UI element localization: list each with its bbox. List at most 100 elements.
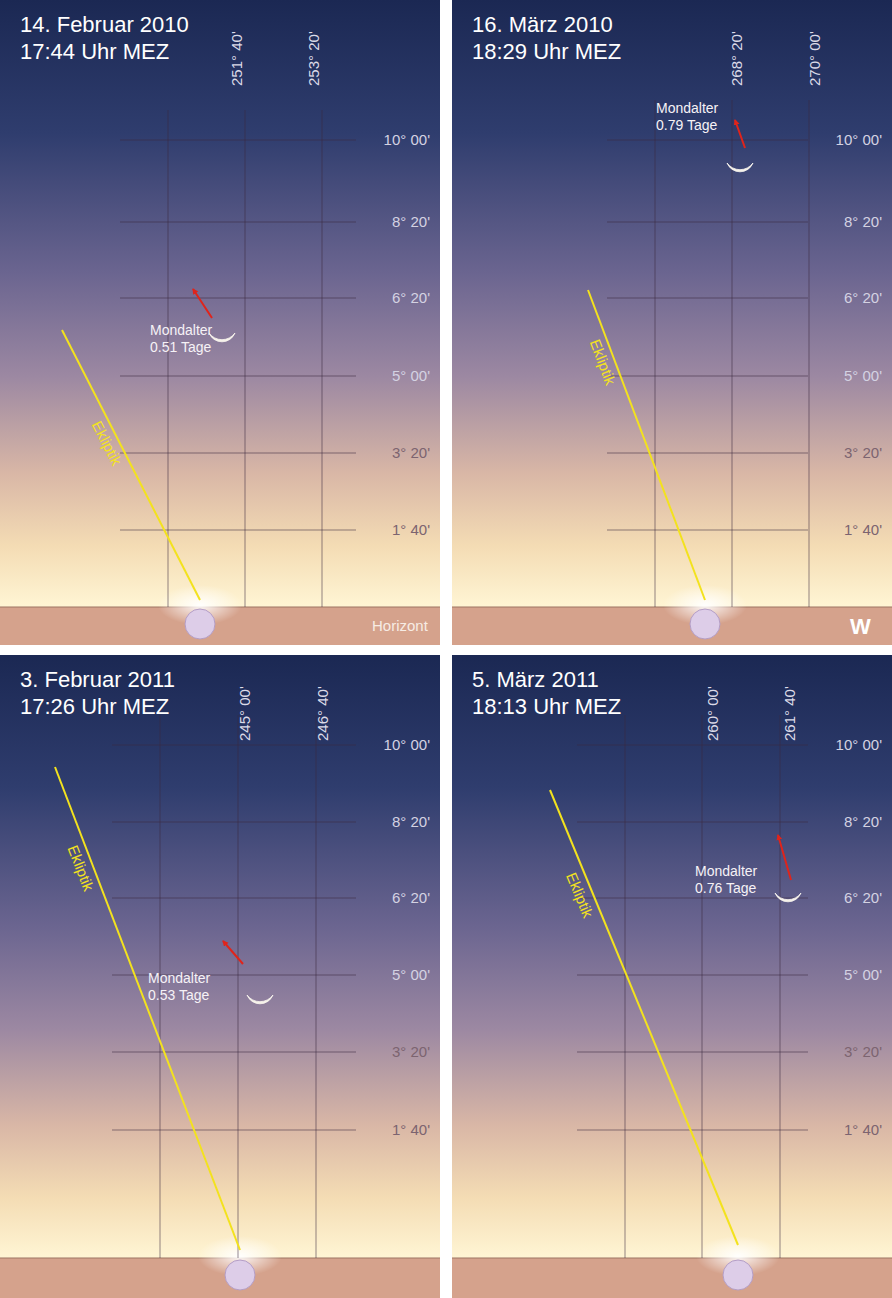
moon-crescent: [209, 333, 235, 342]
grid-line: [238, 715, 239, 1258]
sky-illustration: [452, 0, 892, 645]
sky-gradient: [452, 655, 892, 1258]
grid-line: [780, 715, 781, 1258]
sun-disc: [690, 609, 720, 639]
altitude-label: 3° 20': [814, 1043, 882, 1061]
horizon-line: [452, 1257, 892, 1258]
moon-age-label: Mondalter 0.51 Tage: [150, 322, 222, 356]
azimuth-label: 270° 00': [806, 31, 824, 86]
altitude-label: 10° 00': [362, 736, 430, 754]
moon-crescent: [775, 893, 801, 902]
altitude-label: 3° 20': [362, 444, 430, 462]
grid-line: [112, 822, 356, 823]
ecliptic-line: [550, 790, 738, 1245]
ecliptic-line: [62, 330, 200, 600]
motion-arrow: [223, 941, 243, 964]
azimuth-label: 261° 40': [781, 686, 799, 741]
grid-line: [625, 715, 626, 1258]
altitude-label: 1° 40': [814, 1121, 882, 1139]
sky-panel: 14. Februar 201017:44 Uhr MEZ251° 40'253…: [0, 0, 440, 645]
altitude-label: 6° 20': [814, 889, 882, 907]
altitude-label: 3° 20': [814, 444, 882, 462]
azimuth-label: 246° 40': [314, 686, 332, 741]
date-label: 3. Februar 2011: [20, 667, 175, 692]
sun-disc: [723, 1260, 753, 1290]
azimuth-label: 253° 20': [305, 31, 323, 86]
grid-line: [120, 453, 356, 454]
altitude-label: 8° 20': [814, 213, 882, 231]
motion-arrow: [778, 835, 791, 880]
grid-line: [655, 100, 656, 607]
altitude-label: 1° 40': [814, 521, 882, 539]
altitude-label: 5° 00': [362, 966, 430, 984]
altitude-label: 3° 20': [362, 1043, 430, 1061]
grid-line: [160, 715, 161, 1258]
grid-line: [702, 715, 703, 1258]
grid-line: [112, 1052, 356, 1053]
ecliptic-line: [588, 290, 705, 600]
altitude-label: 10° 00': [362, 131, 430, 149]
date-label: 16. März 2010: [472, 12, 613, 37]
sky-gradient: [0, 0, 440, 607]
grid-line: [607, 140, 808, 141]
date-label: 5. März 2011: [472, 667, 599, 692]
ecliptic-line: [55, 767, 240, 1250]
moon-crescent: [247, 995, 273, 1004]
sky-panel: 3. Februar 201117:26 Uhr MEZ 245° 00' 246°…: [0, 655, 440, 1298]
grid-line: [245, 110, 246, 607]
direction-label: W: [850, 614, 871, 640]
altitude-label: 6° 20': [362, 889, 430, 907]
altitude-label: 10° 00': [814, 131, 882, 149]
altitude-label: 10° 00': [814, 736, 882, 754]
altitude-label: 8° 20': [362, 813, 430, 831]
sky-illustration: [452, 655, 892, 1298]
altitude-label: 5° 00': [362, 367, 430, 385]
grid-line: [607, 376, 808, 377]
grid-line: [120, 530, 356, 531]
grid-line: [607, 453, 808, 454]
sky-illustration: [0, 0, 440, 645]
motion-arrow: [735, 120, 745, 148]
grid-line: [316, 715, 317, 1258]
time-label: 17:26 Uhr MEZ: [20, 694, 169, 719]
sun-disc: [225, 1260, 255, 1290]
grid-line: [120, 222, 356, 223]
grid-line: [112, 745, 356, 746]
sky-illustration: [0, 655, 440, 1298]
grid-line: [120, 376, 356, 377]
grid-line: [120, 140, 356, 141]
altitude-label: 8° 20': [814, 813, 882, 831]
sky-gradient: [452, 0, 892, 607]
moon-age-label: Mondalter 0.53 Tage: [148, 970, 220, 1004]
grid-line: [112, 898, 356, 899]
grid-line: [577, 745, 808, 746]
grid-line: [577, 898, 808, 899]
azimuth-label: 251° 40': [228, 31, 246, 86]
altitude-label: 1° 40': [362, 1121, 430, 1139]
altitude-label: 5° 00': [814, 966, 882, 984]
grid-line: [607, 530, 808, 531]
azimuth-label: 260° 00': [704, 686, 722, 741]
azimuth-label: 268° 20': [728, 31, 746, 86]
date-label: 14. Februar 2010: [20, 12, 189, 37]
sky-panel: 16. März 201018:29 Uhr MEZ 268° 20' 270° 0…: [452, 0, 892, 645]
grid-line: [120, 298, 356, 299]
sky-panel: 5. März 201118:13 Uhr MEZ 260° 00' 261° 40…: [452, 655, 892, 1298]
grid-line: [577, 1130, 808, 1131]
grid-line: [607, 298, 808, 299]
moon-crescent: [727, 163, 753, 172]
altitude-label: 6° 20': [814, 289, 882, 307]
grid-line: [168, 110, 169, 607]
azimuth-label: 245° 00': [236, 686, 254, 741]
grid-line: [112, 1130, 356, 1131]
grid-line: [577, 1052, 808, 1053]
motion-arrow: [193, 289, 212, 318]
ground-band: [452, 1258, 892, 1298]
time-label: 18:29 Uhr MEZ: [472, 39, 621, 64]
moon-age-label: Mondalter 0.79 Tage: [656, 100, 728, 134]
altitude-label: 5° 00': [814, 367, 882, 385]
grid-line: [607, 222, 808, 223]
time-label: 18:13 Uhr MEZ: [472, 694, 621, 719]
grid-line: [577, 822, 808, 823]
